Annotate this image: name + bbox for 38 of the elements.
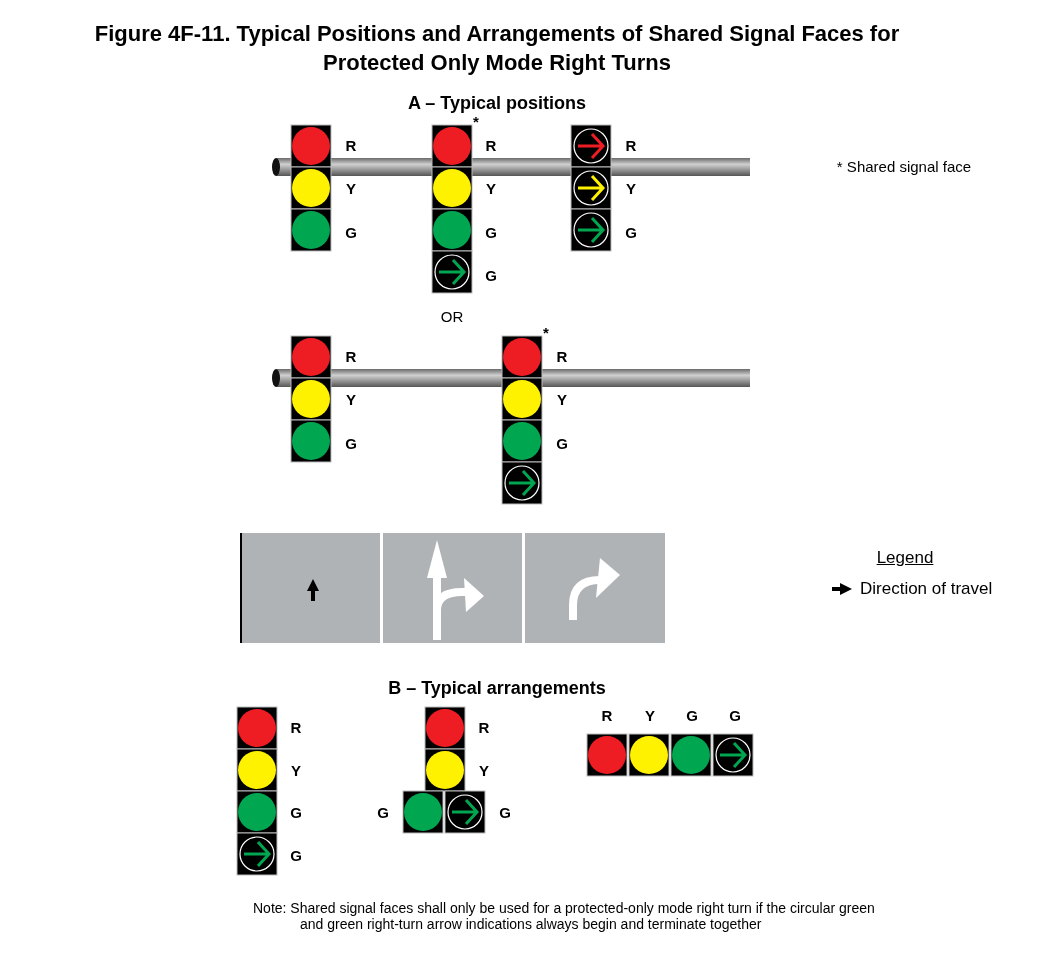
indication-letter: G (485, 266, 497, 284)
indication-letter: Y (346, 390, 356, 408)
indication-letter: Y (645, 706, 655, 724)
indication-letter: G (345, 223, 357, 241)
indication-letter: Y (346, 179, 356, 197)
figure-title: Figure 4F-11. Typical Positions and Arrangements of Shared Signal Faces for Protected Only Mode Right Turns (93, 20, 901, 77)
indication-letter: Y (626, 179, 636, 197)
indication-letter: G (686, 706, 698, 724)
asterisk-mark: * (543, 323, 549, 341)
legend-heading: Legend (876, 548, 934, 568)
legend-text: Direction of travel (860, 579, 993, 599)
indication-letter: Y (557, 390, 567, 408)
indication-letter: R (345, 136, 357, 154)
indication-letter: R (625, 136, 637, 154)
separator-text: OR (440, 307, 464, 325)
indication-letter: Y (291, 761, 301, 779)
indication-letter: Y (479, 761, 489, 779)
indication-letter: G (377, 803, 389, 821)
indication-letter: G (345, 434, 357, 452)
indication-letter: G (556, 434, 568, 452)
indication-letter: Y (486, 179, 496, 197)
indication-letter: G (625, 223, 637, 241)
note-text: Note: Shared signal faces shall only be used for a protected-only mode right turn if the circular green and green right-turn arrow indications always begin and terminate together (253, 900, 876, 932)
indication-letter: G (729, 706, 741, 724)
indication-letter: G (499, 803, 511, 821)
section-heading: B – Typical arrangements (388, 677, 606, 699)
indication-letter: R (290, 718, 302, 736)
indication-letter: R (601, 706, 613, 724)
asterisk-mark: * (473, 112, 479, 130)
indication-letter: R (485, 136, 497, 154)
indication-letter: R (478, 718, 490, 736)
section-heading: A – Typical positions (408, 92, 586, 114)
indication-letter: G (290, 803, 302, 821)
indication-letter: R (556, 347, 568, 365)
indication-letter: R (345, 347, 357, 365)
note-text: * Shared signal face (836, 157, 972, 175)
indication-letter: G (485, 223, 497, 241)
indication-letter: G (290, 846, 302, 864)
